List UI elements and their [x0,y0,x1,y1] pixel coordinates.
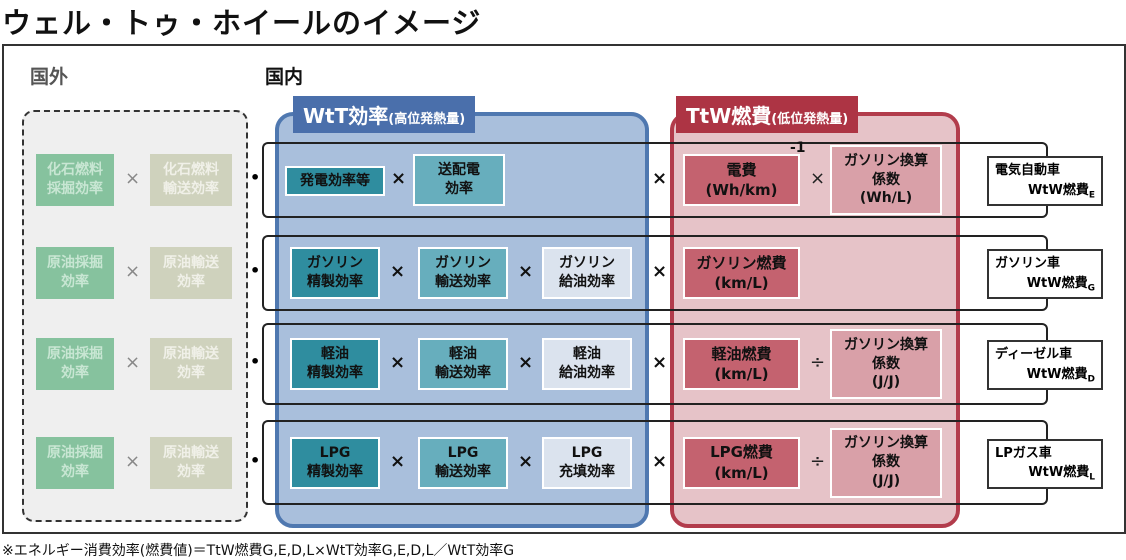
wtt-box-refining: ガソリン精製効率 [290,247,380,299]
times-operator: × [518,352,534,373]
dot-operator: • [250,352,261,371]
times-operator: × [652,261,668,282]
wtw-fuel-economy: WtW燃費E [1027,182,1095,201]
ttw-operator: ÷ [810,352,826,373]
dot-operator: • [250,450,261,470]
times-operator: × [390,352,406,373]
ttw-box-consumption: 電費(Wh/km) [683,154,800,206]
wtt-box-transmission: 送配電効率 [413,154,505,206]
times-operator: × [652,168,668,189]
vehicle-type: ディーゼル車 [995,347,1073,362]
ttw-box-consumption: ガソリン燃費(km/L) [683,247,800,299]
result-box: LPガス車 WtW燃費L [987,438,1103,489]
times-operator: × [125,450,141,472]
wtw-fuel-economy: WtW燃費G [1026,275,1095,294]
wtt-header-sub: (高位発熱量) [388,112,466,127]
inverse-superscript: -1 [790,140,806,156]
overseas-box-extraction: 化石燃料採掘効率 [36,154,114,206]
times-operator: × [652,352,668,373]
diagram-title: ウェル・トゥ・ホイールのイメージ [2,6,482,40]
ttw-operator: × [810,168,826,189]
overseas-box-extraction: 原油採掘効率 [36,338,114,390]
wtw-fuel-economy: WtW燃費D [1026,366,1095,385]
result-box: 電気自動車 WtW燃費E [987,156,1103,206]
result-box: ガソリン車 WtW燃費G [987,249,1103,299]
wtt-box-transport: ガソリン輸送効率 [418,247,508,299]
times-operator: × [390,261,406,282]
dot-operator: • [250,261,261,280]
domestic-label: 国内 [265,66,304,88]
times-operator: × [518,450,534,472]
ttw-box-consumption: 軽油燃費(km/L) [683,338,800,390]
ttw-box-conversion-factor: ガソリン換算係数(J/J) [830,427,942,498]
vehicle-type: 電気自動車 [995,163,1061,178]
ttw-box-consumption: LPG燃費(km/L) [683,436,800,489]
overseas-label: 国外 [30,66,69,88]
times-operator: × [518,261,534,282]
times-operator: × [390,450,406,472]
overseas-box-transport: 原油輸送効率 [150,338,232,390]
overseas-box-transport: 化石燃料輸送効率 [150,154,232,206]
wtt-box-supply: 軽油給油効率 [542,338,632,390]
ttw-operator: ÷ [810,450,826,472]
overseas-box-extraction: 原油採掘効率 [36,247,114,299]
ttw-box-conversion-factor: ガソリン換算係数(J/J) [830,329,942,399]
wtt-box-transport: 軽油輸送効率 [418,338,508,390]
times-operator: × [125,168,141,189]
wtw-fuel-economy: WtW燃費L [1028,465,1095,483]
ttw-header-sub: (低位発熱量) [771,112,849,127]
wtt-box-supply: ガソリン給油効率 [542,247,632,299]
ttw-header: TtW燃費(低位発熱量) [676,96,859,133]
vehicle-type: ガソリン車 [995,256,1061,271]
wtt-header: WtT効率(高位発熱量) [293,96,476,133]
times-operator: × [391,168,407,189]
overseas-box-transport: 原油輸送効率 [150,247,232,299]
overseas-box-transport: 原油輸送効率 [150,436,232,489]
result-box: ディーゼル車 WtW燃費D [987,340,1103,390]
wtt-box-refining: 軽油精製効率 [290,338,380,390]
footnote: ※エネルギー消費効率(燃費値)＝TtW燃費G,E,D,L×WtT効率G,E,D,… [2,543,515,559]
ttw-header-main: TtW燃費 [686,104,772,128]
times-operator: × [125,352,141,373]
times-operator: × [652,450,668,472]
ttw-box-conversion-factor: ガソリン換算係数(Wh/L) [830,145,942,215]
diagram-frame [2,44,1126,534]
wtt-box-generation: 発電効率等 [285,166,385,196]
wtt-header-main: WtT効率 [303,104,389,128]
vehicle-type: LPガス車 [995,445,1052,461]
dot-operator: • [250,168,261,187]
times-operator: × [125,261,141,282]
overseas-box-extraction: 原油採掘効率 [36,436,114,489]
